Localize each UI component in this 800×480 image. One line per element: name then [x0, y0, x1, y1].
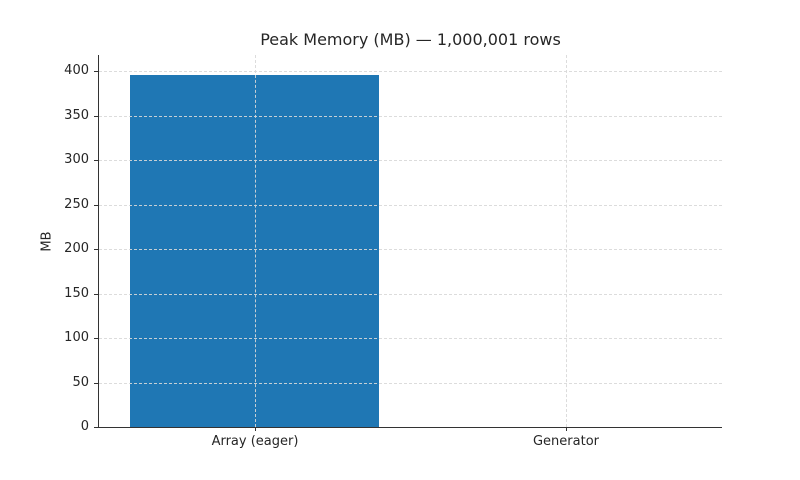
y-gridline: [99, 71, 722, 72]
y-gridline: [99, 116, 722, 117]
y-tick-mark: [94, 294, 98, 295]
y-tick-label: 250: [64, 197, 89, 212]
y-gridline: [99, 160, 722, 161]
y-gridline: [99, 249, 722, 250]
y-tick-label: 150: [64, 286, 89, 301]
y-tick-label: 350: [64, 108, 89, 123]
y-tick-label: 0: [80, 419, 89, 434]
chart-title: Peak Memory (MB) — 1,000,001 rows: [260, 30, 561, 49]
x-tick-mark: [566, 427, 567, 431]
y-gridline: [99, 383, 722, 384]
y-gridline: [99, 294, 722, 295]
bar-0: [130, 75, 379, 427]
x-tick-label: Array (eager): [211, 434, 299, 449]
y-gridline: [99, 338, 722, 339]
y-tick-label: 200: [64, 241, 89, 256]
x-tick-label: Generator: [532, 434, 599, 449]
y-tick-label: 400: [64, 63, 89, 78]
y-tick-mark: [94, 71, 98, 72]
y-gridline: [99, 205, 722, 206]
y-tick-label: 300: [64, 152, 89, 167]
x-gridline: [255, 55, 256, 427]
y-tick-mark: [94, 338, 98, 339]
y-tick-mark: [94, 205, 98, 206]
x-gridline: [566, 55, 567, 427]
y-tick-mark: [94, 383, 98, 384]
x-tick-mark: [255, 427, 256, 431]
y-tick-mark: [94, 116, 98, 117]
y-tick-mark: [94, 249, 98, 250]
y-tick-label: 50: [72, 375, 89, 390]
y-tick-mark: [94, 160, 98, 161]
y-tick-mark: [94, 427, 98, 428]
y-tick-label: 100: [64, 330, 89, 345]
